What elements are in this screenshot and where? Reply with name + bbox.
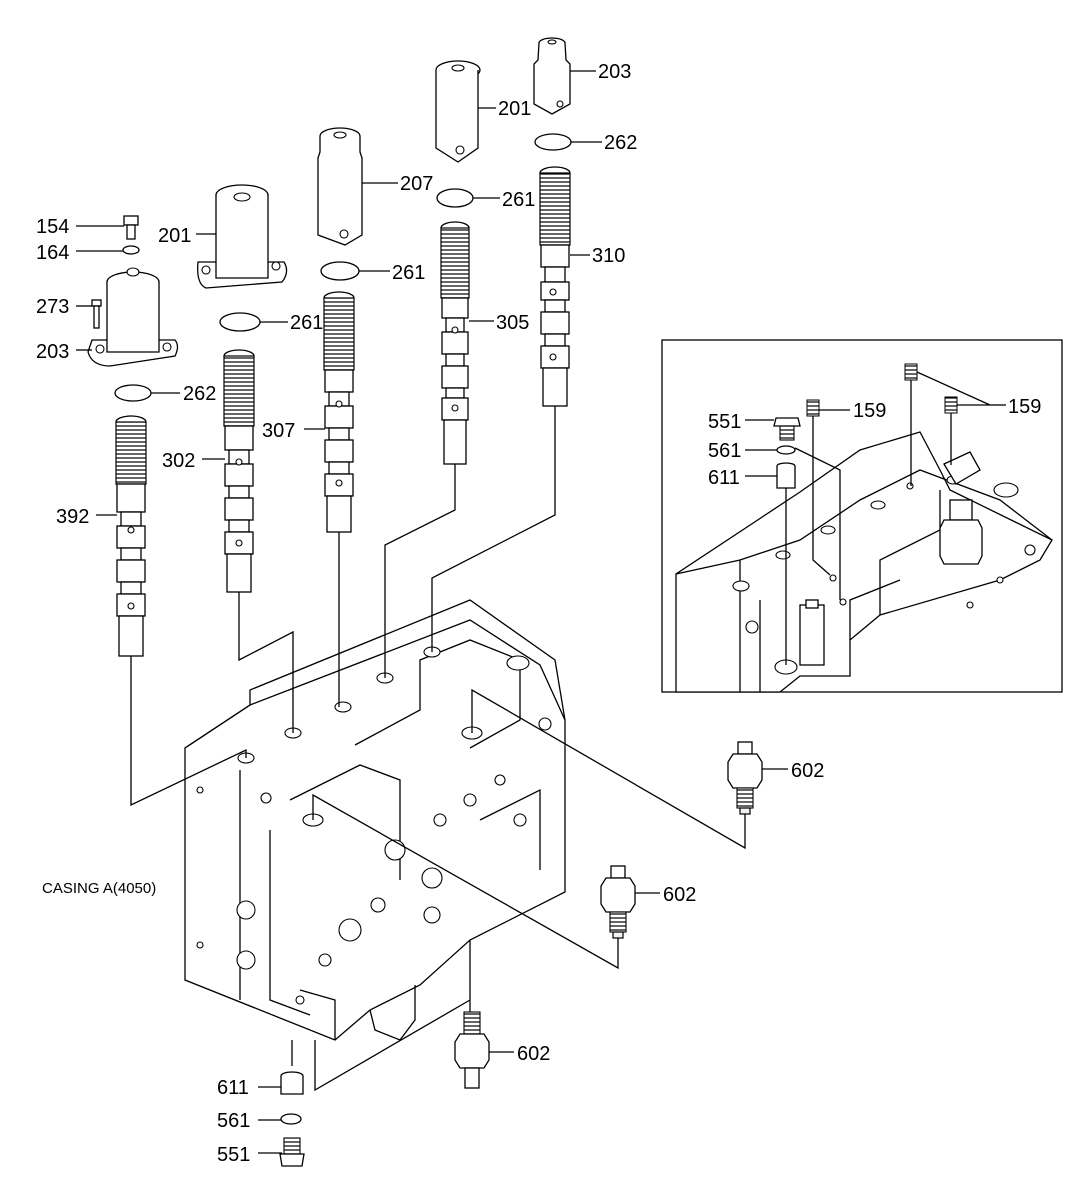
plug-551-inset bbox=[773, 417, 801, 441]
label-154: 154 bbox=[36, 216, 69, 238]
relief-valve-602-lower bbox=[454, 1011, 490, 1089]
solenoid-207 bbox=[317, 127, 363, 246]
label-561-inset: 561 bbox=[708, 440, 741, 462]
oring-261-center bbox=[320, 261, 360, 281]
label-561-bottom: 561 bbox=[217, 1110, 250, 1132]
oring-561-bottom bbox=[280, 1113, 302, 1125]
detail-inset bbox=[661, 339, 1063, 693]
assembly-lines bbox=[130, 406, 746, 1092]
label-159-left: 159 bbox=[853, 400, 886, 422]
label-302: 302 bbox=[162, 450, 195, 472]
spool-310 bbox=[539, 166, 571, 407]
label-201-right: 201 bbox=[498, 98, 531, 120]
setscrew-159-c bbox=[944, 396, 958, 414]
label-201-left: 201 bbox=[158, 225, 191, 247]
plug-551-bottom bbox=[279, 1137, 305, 1167]
solenoid-201-right bbox=[435, 60, 481, 163]
relief-valve-602-middle bbox=[600, 865, 636, 939]
setscrew-159-b bbox=[904, 363, 918, 381]
label-207: 207 bbox=[400, 173, 433, 195]
label-611-inset: 611 bbox=[708, 467, 740, 489]
plug-611-bottom bbox=[280, 1071, 304, 1095]
label-551-inset: 551 bbox=[708, 411, 741, 433]
label-261-right: 261 bbox=[502, 189, 535, 211]
label-262-left: 262 bbox=[183, 383, 216, 405]
label-164: 164 bbox=[36, 242, 69, 264]
label-203-left: 203 bbox=[36, 341, 69, 363]
solenoid-203-left bbox=[87, 267, 179, 367]
label-310: 310 bbox=[592, 245, 625, 267]
spool-392 bbox=[115, 415, 147, 657]
setscrew-159-a bbox=[806, 399, 820, 417]
part-labels: 154 164 273 203 201 207 201 203 262 262 … bbox=[36, 61, 1041, 1166]
bolt-154 bbox=[123, 215, 139, 240]
relief-valve-602-upper bbox=[727, 741, 763, 815]
label-262-right: 262 bbox=[604, 132, 637, 154]
oring-261-right bbox=[436, 188, 474, 208]
casing-a bbox=[184, 599, 566, 1041]
label-602-lower: 602 bbox=[517, 1043, 550, 1065]
oring-261-left bbox=[219, 312, 261, 332]
label-leaders bbox=[76, 70, 788, 1154]
label-305: 305 bbox=[496, 312, 529, 334]
plug-611-inset bbox=[776, 462, 796, 489]
solenoid-203-right bbox=[533, 37, 571, 115]
oring-262-right bbox=[534, 133, 572, 151]
bolt-273 bbox=[91, 299, 102, 329]
casing-caption: CASING A(4050) bbox=[42, 880, 156, 897]
spool-307 bbox=[323, 291, 355, 533]
label-551-bottom: 551 bbox=[217, 1144, 250, 1166]
label-602-middle: 602 bbox=[663, 884, 696, 906]
label-159-right: 159 bbox=[1008, 396, 1041, 418]
label-203-right: 203 bbox=[598, 61, 631, 83]
oring-164 bbox=[122, 245, 140, 255]
label-273: 273 bbox=[36, 296, 69, 318]
label-261-left: 261 bbox=[290, 312, 323, 334]
spool-305 bbox=[440, 221, 470, 465]
label-602-upper: 602 bbox=[791, 760, 824, 782]
spool-302 bbox=[223, 349, 255, 593]
label-611-bottom: 611 bbox=[217, 1077, 249, 1099]
solenoid-201-left bbox=[197, 184, 288, 289]
label-392: 392 bbox=[56, 506, 89, 528]
oring-262-left bbox=[114, 384, 152, 402]
label-307: 307 bbox=[262, 420, 295, 442]
label-261-center: 261 bbox=[392, 262, 425, 284]
